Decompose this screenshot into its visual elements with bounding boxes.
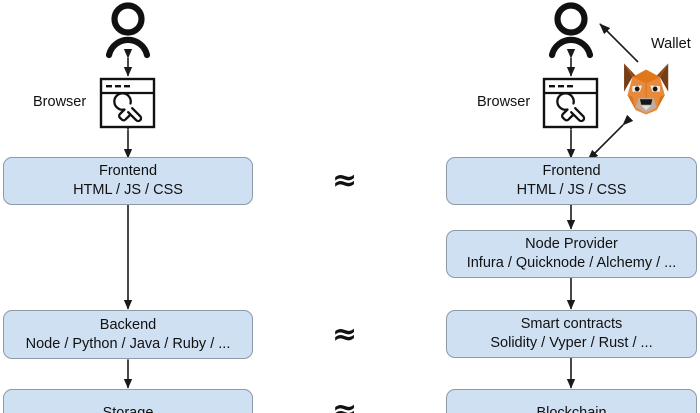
approx-symbol-frontend: ≈ [332, 163, 358, 198]
box-blockchain[interactable]: Blockchain [446, 389, 697, 413]
box-title: Smart contracts [520, 316, 623, 333]
person-icon-left [105, 2, 151, 59]
box-title: Node Provider [525, 236, 618, 253]
box-title: Blockchain [536, 404, 607, 413]
person-icon-right [548, 2, 594, 59]
box-node-provider[interactable]: Node Provider Infura / Quicknode / Alche… [446, 230, 697, 278]
box-frontend-web3[interactable]: Frontend HTML / JS / CSS [446, 157, 697, 205]
browser-window-wrench-icon-left [99, 77, 156, 129]
wallet-connectors [587, 23, 639, 161]
box-frontend-web2[interactable]: Frontend HTML / JS / CSS [3, 157, 253, 205]
approx-symbol-storage: ≈ [332, 393, 358, 413]
box-subtitle: Solidity / Vyper / Rust / ... [490, 335, 653, 351]
box-subtitle: HTML / JS / CSS [73, 182, 183, 198]
box-smart-contracts[interactable]: Smart contracts Solidity / Vyper / Rust … [446, 310, 697, 358]
box-subtitle: HTML / JS / CSS [516, 182, 627, 198]
browser-window-wrench-icon-right [542, 77, 599, 129]
box-backend[interactable]: Backend Node / Python / Java / Ruby / ..… [3, 310, 253, 359]
browser-label-left: Browser [33, 94, 87, 110]
box-title: Storage [102, 404, 154, 413]
box-subtitle: Node / Python / Java / Ruby / ... [25, 335, 231, 352]
browser-label-right: Browser [477, 94, 531, 110]
box-storage[interactable]: Storage [3, 389, 253, 413]
box-title: Frontend [542, 163, 601, 180]
metamask-fox-icon[interactable] [624, 63, 669, 115]
wallet-label: Wallet [651, 36, 691, 52]
box-subtitle: Infura / Quicknode / Alchemy / ... [466, 255, 677, 271]
box-title: Frontend [98, 163, 158, 180]
box-title: Backend [99, 316, 157, 333]
approx-symbol-backend: ≈ [332, 317, 358, 352]
